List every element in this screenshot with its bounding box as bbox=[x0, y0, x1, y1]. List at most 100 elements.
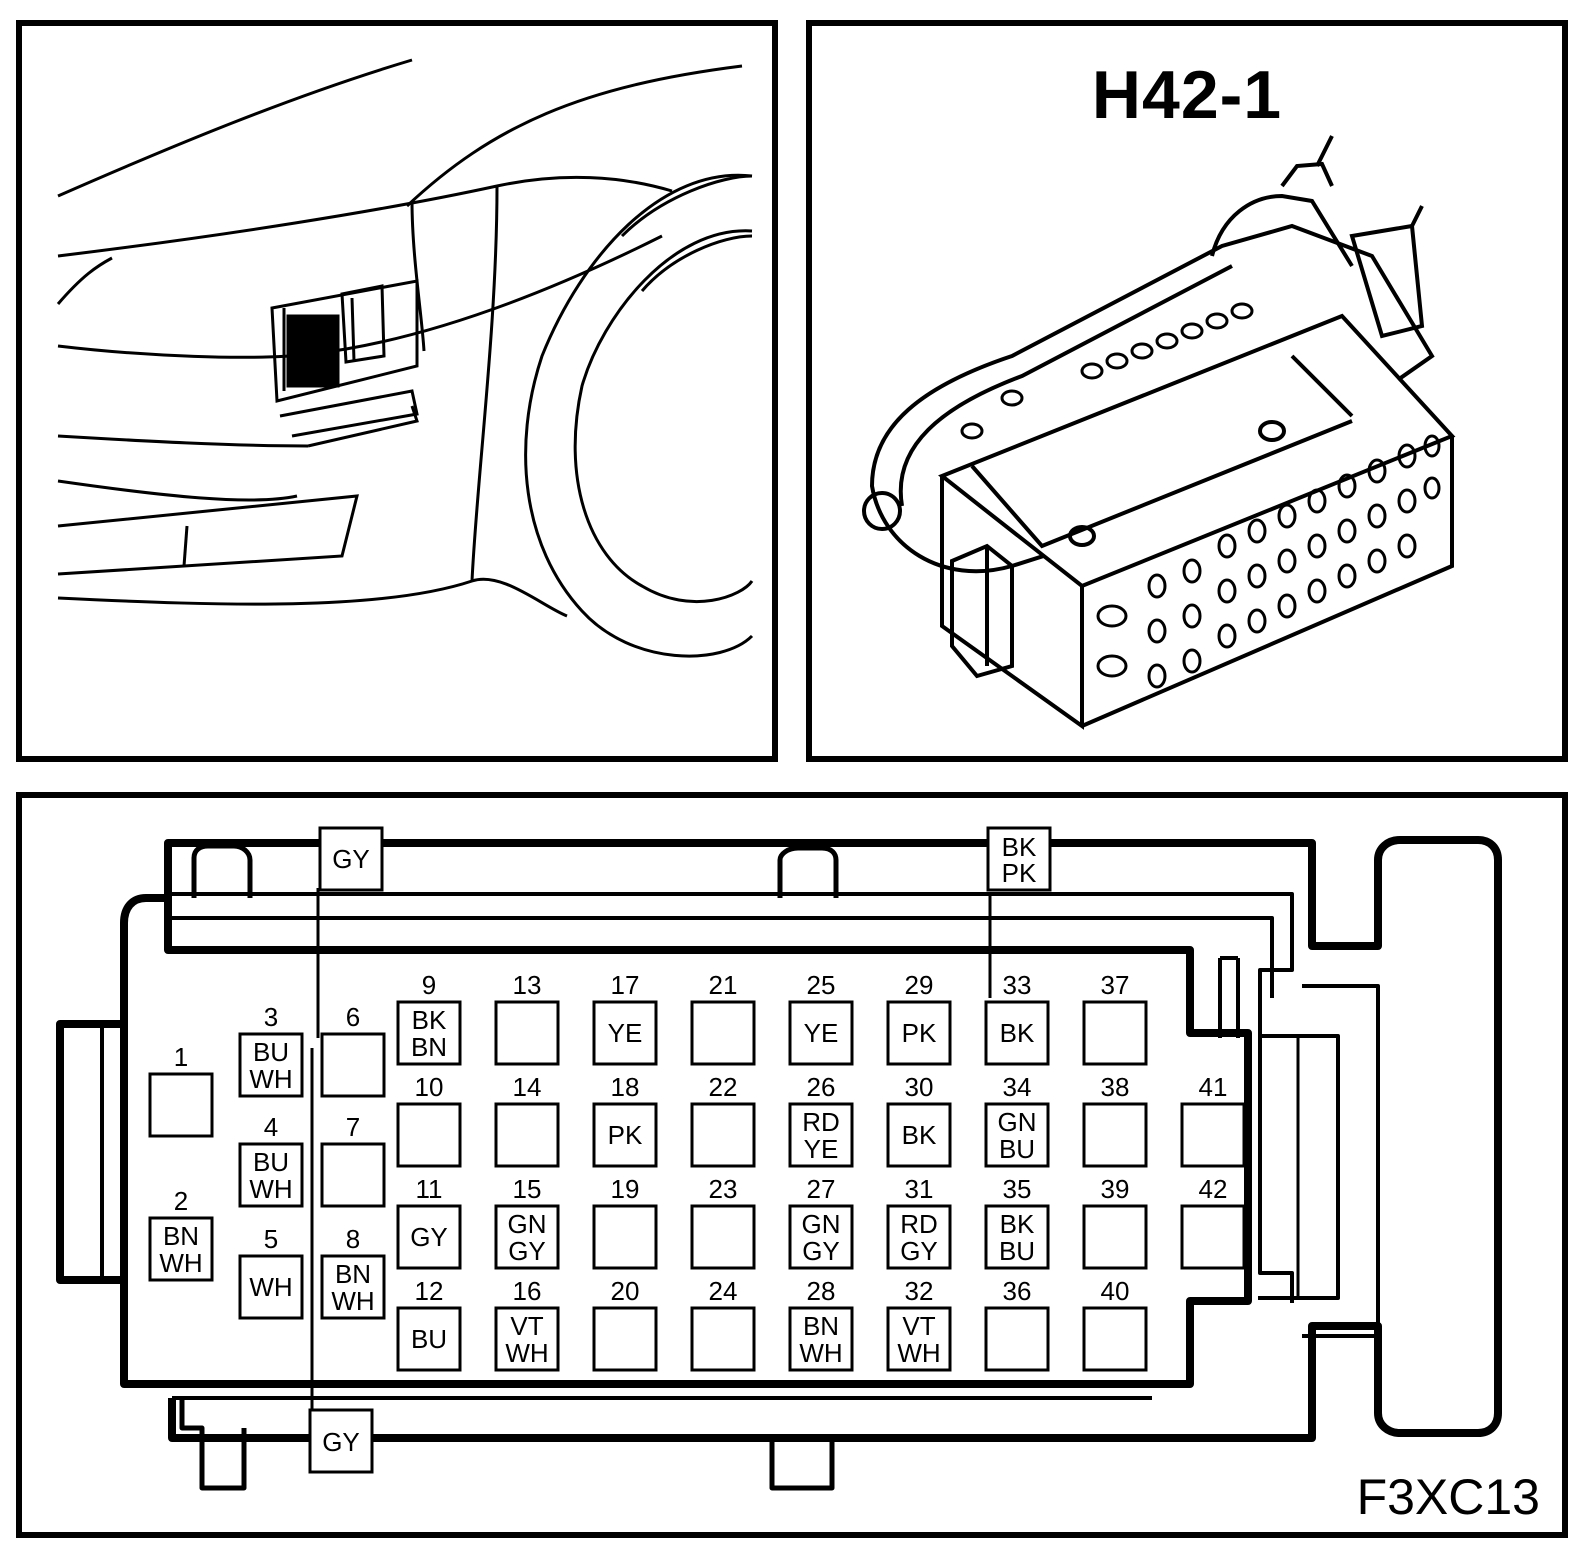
pin-number: 8 bbox=[346, 1224, 360, 1254]
pin-number: 18 bbox=[611, 1072, 640, 1102]
pin-number: 1 bbox=[174, 1042, 188, 1072]
pin-cavity bbox=[886, 1204, 952, 1270]
pin-cavity bbox=[592, 1204, 658, 1270]
pin-wire-color: BK bbox=[1000, 1018, 1035, 1048]
pin-number: 28 bbox=[807, 1276, 836, 1306]
pin-number: 22 bbox=[709, 1072, 738, 1102]
pin-number: 27 bbox=[807, 1174, 836, 1204]
pin-38: 38 bbox=[1082, 1072, 1148, 1168]
pin-wire-color: GN bbox=[508, 1209, 547, 1239]
pin-cavity bbox=[886, 1102, 952, 1168]
callout-bottom-left-text: GY bbox=[322, 1427, 360, 1457]
callout-top-right: BK PK bbox=[986, 826, 1052, 892]
pin-number: 7 bbox=[346, 1112, 360, 1142]
pin-cavity bbox=[690, 1000, 756, 1066]
pin-cavity bbox=[320, 1032, 386, 1098]
pin-cavity bbox=[396, 1102, 462, 1168]
pin-cavity bbox=[494, 1000, 560, 1066]
pin-37: 37 bbox=[1082, 970, 1148, 1066]
pin-number: 14 bbox=[513, 1072, 542, 1102]
pin-wire-color: VT bbox=[902, 1311, 935, 1341]
pin-wire-color: BK bbox=[902, 1120, 937, 1150]
pin-wire-color: PK bbox=[902, 1018, 937, 1048]
pin-wire-color: PK bbox=[608, 1120, 643, 1150]
pin-42: 42 bbox=[1180, 1174, 1246, 1270]
car-front-illustration bbox=[16, 20, 778, 762]
pin-wire-color: BU bbox=[253, 1147, 289, 1177]
pin-cavity bbox=[320, 1142, 386, 1208]
pin-wire-color: BU bbox=[999, 1236, 1035, 1266]
pin-cavity bbox=[690, 1204, 756, 1270]
pin-number: 42 bbox=[1199, 1174, 1228, 1204]
pin-13: 13 bbox=[494, 970, 560, 1066]
connector-3d-illustration: H42-1 bbox=[806, 20, 1568, 762]
pin-cavity bbox=[788, 1102, 854, 1168]
pin-wire-color: GY bbox=[900, 1236, 938, 1266]
car-front-drawing bbox=[56, 58, 754, 658]
pin-20: 20 bbox=[592, 1276, 658, 1372]
pin-21: 21 bbox=[690, 970, 756, 1066]
pin-number: 29 bbox=[905, 970, 934, 1000]
pin-number: 20 bbox=[611, 1276, 640, 1306]
pin-wire-color: WH bbox=[505, 1338, 548, 1368]
pin-number: 39 bbox=[1101, 1174, 1130, 1204]
pin-wire-color: WH bbox=[249, 1174, 292, 1204]
pin-cavity bbox=[494, 1204, 560, 1270]
pin-cavity bbox=[592, 1306, 658, 1372]
pin-number: 30 bbox=[905, 1072, 934, 1102]
pin-cavity bbox=[690, 1102, 756, 1168]
pin-cavity bbox=[494, 1306, 560, 1372]
pin-cavity bbox=[984, 1204, 1050, 1270]
pin-cavity bbox=[592, 1102, 658, 1168]
pin-number: 12 bbox=[415, 1276, 444, 1306]
pin-cavity bbox=[886, 1306, 952, 1372]
pin-5: 5WH bbox=[238, 1224, 304, 1320]
pin-wire-color: GY bbox=[410, 1222, 448, 1252]
pin-wire-color: RD bbox=[802, 1107, 840, 1137]
pin-number: 6 bbox=[346, 1002, 360, 1032]
pin-wire-color: WH bbox=[249, 1064, 292, 1094]
pin-7: 7 bbox=[320, 1112, 386, 1208]
pin-1: 1 bbox=[148, 1042, 214, 1138]
pin-wire-color: BK bbox=[412, 1005, 447, 1035]
pin-number: 38 bbox=[1101, 1072, 1130, 1102]
pin-wire-color: GN bbox=[998, 1107, 1037, 1137]
pin-cavity bbox=[238, 1254, 304, 1320]
pin-number: 17 bbox=[611, 970, 640, 1000]
pin-6: 6 bbox=[320, 1002, 386, 1098]
pin-wire-color: BN bbox=[163, 1221, 199, 1251]
pin-wire-color: GY bbox=[802, 1236, 840, 1266]
pin-41: 41 bbox=[1180, 1072, 1246, 1168]
connector-3d-drawing bbox=[862, 135, 1456, 730]
pin-wire-color: YE bbox=[608, 1018, 643, 1048]
pin-number: 21 bbox=[709, 970, 738, 1000]
pin-wire-color: BU bbox=[999, 1134, 1035, 1164]
pin-number: 23 bbox=[709, 1174, 738, 1204]
pin-wire-color: WH bbox=[897, 1338, 940, 1368]
pin-cavity bbox=[238, 1142, 304, 1208]
pin-19: 19 bbox=[592, 1174, 658, 1270]
pin-cavity bbox=[788, 1000, 854, 1066]
pin-number: 3 bbox=[264, 1002, 278, 1032]
pin-23: 23 bbox=[690, 1174, 756, 1270]
pin-wire-color: WH bbox=[249, 1272, 292, 1302]
pin-wire-color: YE bbox=[804, 1018, 839, 1048]
pin-number: 9 bbox=[422, 970, 436, 1000]
pin-cavity bbox=[1180, 1102, 1246, 1168]
pin-number: 15 bbox=[513, 1174, 542, 1204]
pin-number: 32 bbox=[905, 1276, 934, 1306]
pin-cavity bbox=[984, 1102, 1050, 1168]
pin-number: 41 bbox=[1199, 1072, 1228, 1102]
